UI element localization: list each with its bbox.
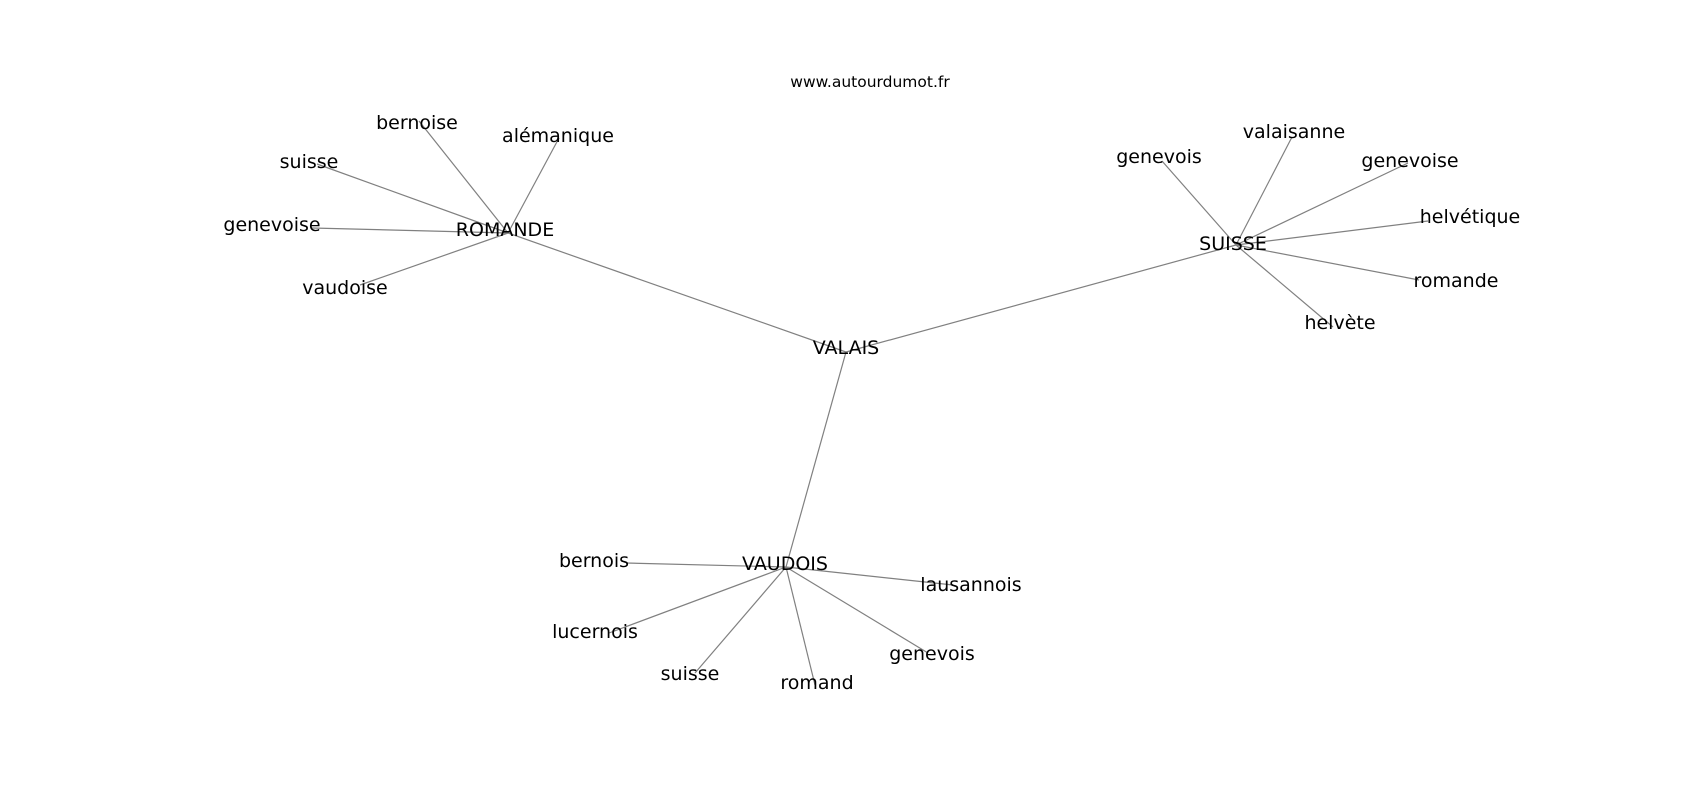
hub-node-suisse[interactable]: SUISSE (1199, 233, 1267, 255)
edge-vaudois-vaudois-suisse (694, 566, 787, 674)
word-node-vaudois-romand[interactable]: romand (780, 672, 853, 694)
word-node-vaudois-lausannois[interactable]: lausannois (920, 574, 1021, 596)
edge-suisse-suisse-helvete (1235, 244, 1334, 328)
edge-valais-suisse (845, 244, 1237, 353)
edge-vaudois-vaudois-lucernois (608, 566, 787, 634)
edge-suisse-suisse-genevoise (1235, 162, 1409, 246)
edge-suisse-suisse-helvetique (1235, 220, 1429, 246)
site-watermark: www.autourdumot.fr (790, 73, 950, 91)
word-node-suisse-valaisanne[interactable]: valaisanne (1243, 121, 1345, 143)
center-node-valais[interactable]: VALAIS (813, 337, 879, 359)
edge-vaudois-vaudois-romand (785, 566, 816, 686)
edge-suisse-suisse-valaisanne (1235, 136, 1293, 246)
edge-suisse-suisse-genevois (1161, 160, 1237, 246)
edge-romande-romande-vaudoise (359, 232, 509, 286)
word-node-romande-vaudoise[interactable]: vaudoise (302, 277, 387, 299)
word-node-romande-suisse[interactable]: suisse (280, 151, 339, 173)
hub-node-romande[interactable]: ROMANDE (456, 219, 554, 241)
word-node-romande-genevoise[interactable]: genevoise (223, 214, 320, 236)
word-node-suisse-romande[interactable]: romande (1414, 270, 1499, 292)
word-node-suisse-helvetique[interactable]: helvétique (1420, 206, 1520, 228)
word-node-romande-alemanique[interactable]: alémanique (502, 125, 614, 147)
edge-romande-romande-genevoise (311, 227, 509, 234)
word-node-romande-bernoise[interactable]: bernoise (376, 112, 458, 134)
word-node-vaudois-bernois[interactable]: bernois (559, 550, 629, 572)
word-node-suisse-genevois[interactable]: genevois (1116, 146, 1202, 168)
edge-suisse-suisse-romande (1235, 244, 1420, 281)
word-node-vaudois-lucernois[interactable]: lucernois (552, 621, 638, 643)
hub-node-vaudois[interactable]: VAUDOIS (742, 553, 828, 575)
edge-valais-vaudois (785, 351, 847, 568)
edge-vaudois-vaudois-genevois (785, 566, 929, 654)
word-node-suisse-genevoise[interactable]: genevoise (1361, 150, 1458, 172)
edge-romande-romande-bernoise (418, 120, 509, 234)
edge-vaudois-vaudois-lausannois (785, 566, 954, 586)
word-node-suisse-helvete[interactable]: helvète (1304, 312, 1375, 334)
word-node-vaudois-suisse[interactable]: suisse (661, 663, 720, 685)
edge-romande-romande-alemanique (507, 137, 560, 234)
edge-vaudois-vaudois-bernois (625, 562, 787, 568)
edge-romande-romande-suisse (316, 163, 509, 234)
edge-valais-romande (507, 232, 847, 353)
word-node-vaudois-genevois[interactable]: genevois (889, 643, 975, 665)
graph-edges (311, 120, 1429, 686)
graph-labels: www.autourdumot.fr VALAIS ROMANDE bernoise… (223, 73, 1520, 694)
